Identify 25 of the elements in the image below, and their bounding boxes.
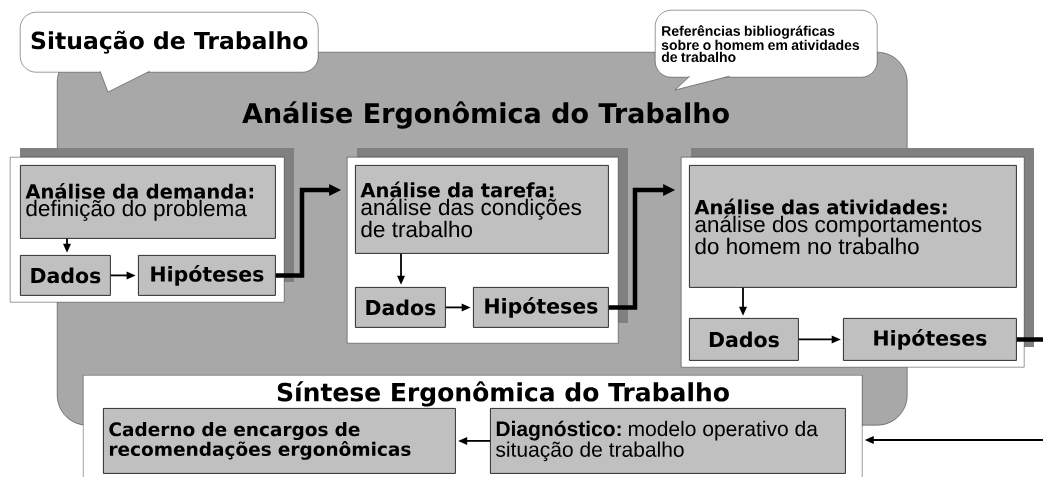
process-box: Hipóteses — [843, 318, 1017, 361]
panel-title: Análise Ergonômica do Trabalho — [242, 101, 729, 129]
arrow — [63, 237, 71, 253]
arrow — [458, 436, 491, 445]
process-box: Diagnóstico: modelo operativo da situação de trabalho — [490, 408, 846, 474]
process-box: Dados — [355, 287, 446, 328]
process-box: Hipóteses — [138, 255, 276, 296]
arrow — [797, 335, 841, 344]
process-box: Hipóteses — [473, 287, 609, 328]
arrow — [109, 271, 136, 280]
process-box: Dados — [20, 255, 111, 296]
arrow — [444, 303, 471, 312]
process-box: Análise da tarefa: análise das condições de trabalho — [355, 165, 609, 254]
box-title: Síntese Ergonômica do Trabalho — [277, 381, 729, 407]
speech-bubble: Referências bibliográficas sobre o homem em atividades de trabalho — [655, 10, 878, 91]
process-box: Análise da demanda: definição do problema — [20, 165, 276, 239]
process-box: Dados — [689, 318, 799, 361]
process-box: Caderno de encargos de recomendações ergonômicas — [103, 408, 456, 474]
speech-bubble: Situação de Trabalho — [20, 12, 319, 93]
arrow — [608, 184, 676, 310]
arrow — [397, 252, 405, 285]
arrow — [275, 184, 342, 278]
process-box: Análise das atividades: análise dos comportamentos do homem no trabalho — [689, 165, 1017, 288]
arrow — [864, 436, 1043, 444]
arrow — [739, 286, 747, 316]
